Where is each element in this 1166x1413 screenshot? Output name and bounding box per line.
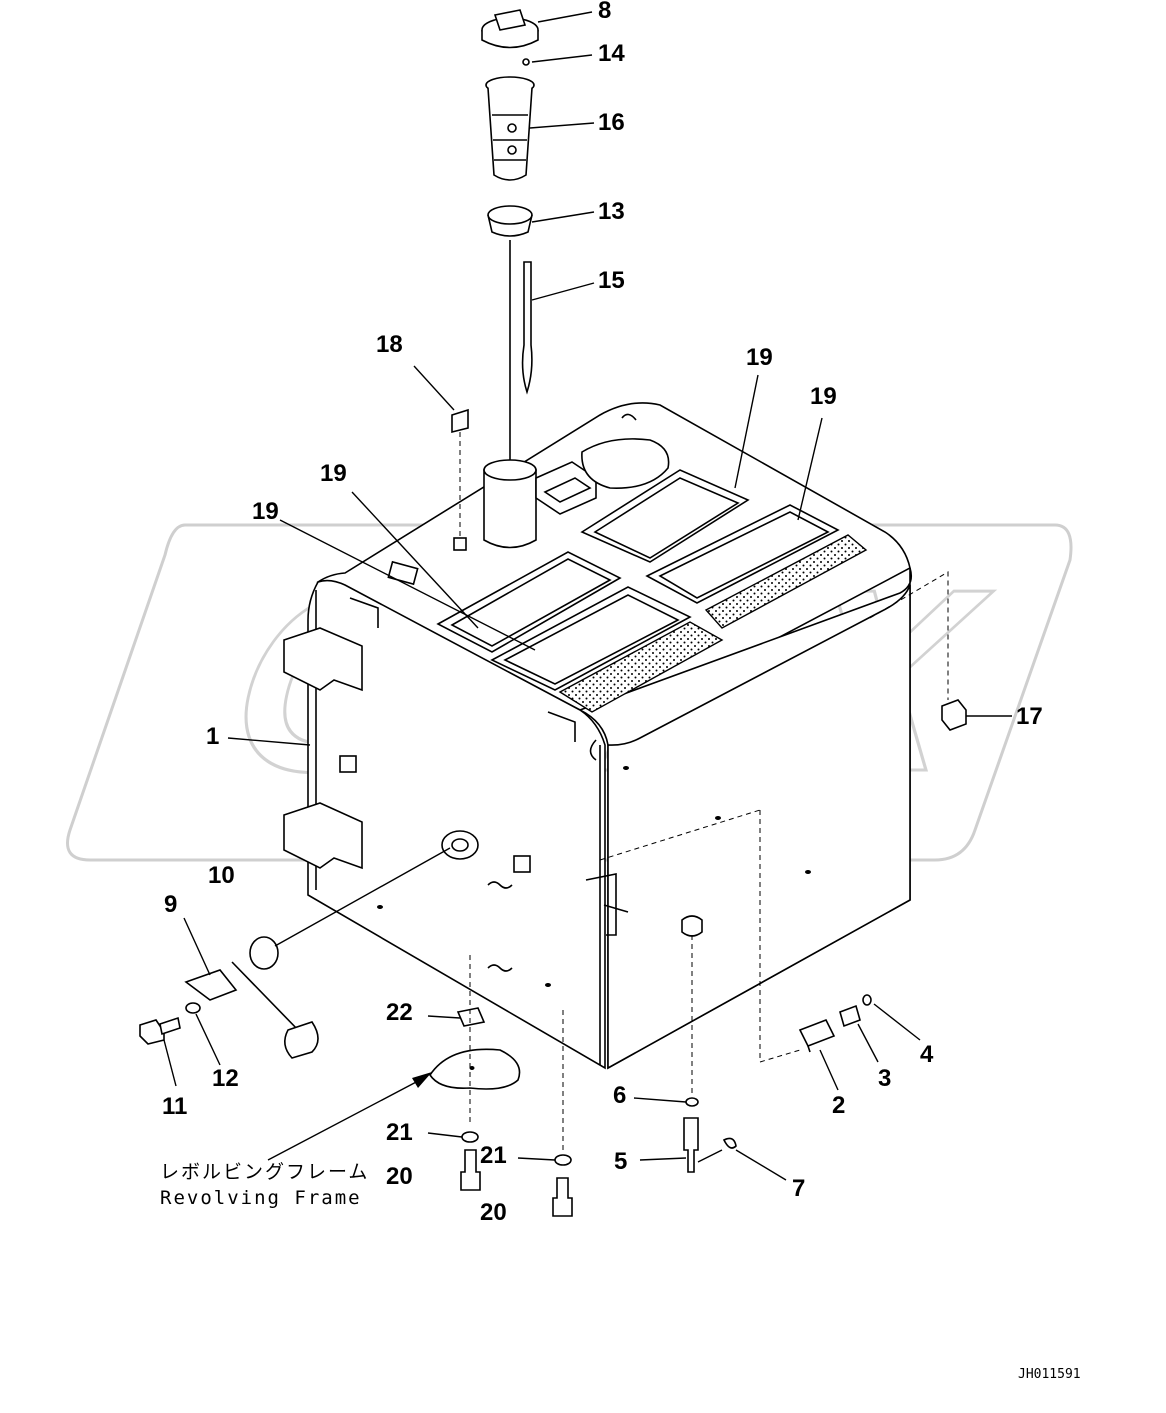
drawing-code: JH011591 xyxy=(1018,1367,1081,1382)
callout-3: 3 xyxy=(878,1065,891,1092)
part-ring-13 xyxy=(487,205,533,237)
callout-8: 8 xyxy=(598,0,611,24)
callout-17: 17 xyxy=(1016,703,1043,730)
revolving-frame-caption: レボルビングフレーム Revolving Frame xyxy=(160,1161,369,1209)
part-cap xyxy=(481,9,539,49)
part-strainer xyxy=(485,76,535,181)
callout-21-b: 21 xyxy=(480,1142,507,1169)
callout-2: 2 xyxy=(832,1092,845,1119)
callout-19-d: 19 xyxy=(252,498,279,525)
part-sender-9 xyxy=(184,961,319,1059)
part-plate-22 xyxy=(456,1007,486,1027)
part-oring-6 xyxy=(685,1097,699,1107)
caption-english: Revolving Frame xyxy=(160,1187,362,1209)
callout-19-b: 19 xyxy=(810,383,837,410)
callout-13: 13 xyxy=(598,198,625,225)
leader-lines xyxy=(163,11,1012,1181)
part-washer-21b xyxy=(554,1154,572,1166)
part-plug-17 xyxy=(941,699,967,731)
callout-19-a: 19 xyxy=(746,344,773,371)
callout-14: 14 xyxy=(598,40,625,67)
part-bolt-20a xyxy=(460,1149,481,1191)
part-washer-21a xyxy=(461,1131,479,1143)
callout-16: 16 xyxy=(598,109,625,136)
callout-7: 7 xyxy=(792,1175,805,1202)
callout-10: 10 xyxy=(208,862,235,889)
callout-19-c: 19 xyxy=(320,460,347,487)
callout-9: 9 xyxy=(164,891,177,918)
part-fitting-3 xyxy=(839,1004,861,1028)
callout-12: 12 xyxy=(212,1065,239,1092)
part-gauge-15 xyxy=(521,261,533,395)
callout-21-a: 21 xyxy=(386,1119,413,1146)
callout-15: 15 xyxy=(598,267,625,294)
part-oring-4 xyxy=(862,994,872,1006)
callout-11: 11 xyxy=(162,1093,187,1120)
callout-labels: 8 14 16 13 15 18 19 19 19 19 17 1 10 9 2… xyxy=(162,0,1043,1226)
part-bolt-20b xyxy=(552,1177,573,1217)
callout-4: 4 xyxy=(920,1041,934,1068)
part-frame-patch xyxy=(429,1048,521,1090)
fuel-tank-body xyxy=(283,402,913,1070)
caption-japanese: レボルビングフレーム xyxy=(160,1161,369,1183)
part-valve-2 xyxy=(798,1018,836,1053)
part-drain-5 xyxy=(683,1117,737,1173)
callout-6: 6 xyxy=(613,1082,626,1109)
callout-1: 1 xyxy=(206,723,219,750)
part-washer-12 xyxy=(185,1002,201,1014)
part-screw-14 xyxy=(522,58,530,66)
assembly-lines xyxy=(459,240,949,1150)
callout-20-b: 20 xyxy=(480,1199,507,1226)
part-plug-18 xyxy=(451,408,469,434)
part-gasket-10 xyxy=(249,936,279,970)
callout-22: 22 xyxy=(386,999,413,1026)
callout-18: 18 xyxy=(376,331,403,358)
callout-20-a: 20 xyxy=(386,1163,413,1190)
callout-5: 5 xyxy=(614,1148,627,1175)
part-bolt-11 xyxy=(139,1016,181,1045)
